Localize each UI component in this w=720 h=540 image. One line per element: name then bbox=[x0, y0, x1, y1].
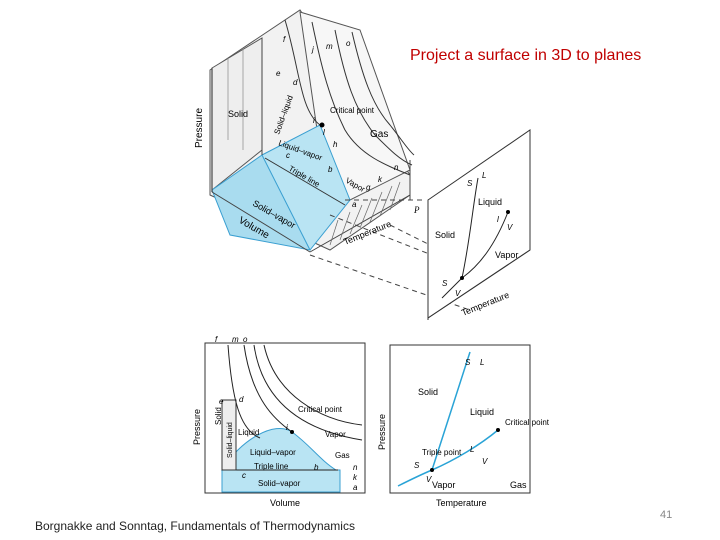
svg-text:e: e bbox=[276, 69, 281, 78]
pv-label-critical-point: Critical point bbox=[298, 405, 343, 414]
svg-text:V: V bbox=[507, 223, 513, 232]
surface-point-labels: f e d i l c b g a j m o n k h bbox=[276, 35, 399, 209]
svg-text:b: b bbox=[328, 165, 333, 174]
svg-text:g: g bbox=[366, 183, 371, 192]
svg-text:L: L bbox=[480, 358, 484, 367]
label-critical-point-3d: Critical point bbox=[330, 106, 375, 115]
pt2-label-liquid: Liquid bbox=[470, 407, 494, 417]
svg-text:f: f bbox=[283, 35, 286, 44]
pt-label-solid: Solid bbox=[435, 230, 455, 240]
pt2-label-solid: Solid bbox=[418, 387, 438, 397]
svg-text:a: a bbox=[353, 483, 358, 492]
pv-point-labels: f m o e d i c b n k a bbox=[215, 335, 358, 492]
axis-pressure-3d: Pressure bbox=[194, 108, 205, 148]
svg-text:k: k bbox=[378, 175, 383, 184]
svg-text:l: l bbox=[497, 215, 499, 224]
triple-line bbox=[264, 157, 346, 206]
pt2-axis-pressure: Pressure bbox=[377, 414, 387, 450]
pt2-axis-temperature: Temperature bbox=[436, 498, 487, 508]
svg-text:i: i bbox=[313, 116, 315, 125]
svg-text:V: V bbox=[482, 457, 488, 466]
svg-text:b: b bbox=[314, 463, 319, 472]
svg-text:S: S bbox=[467, 179, 473, 188]
svg-text:S: S bbox=[442, 279, 448, 288]
pt2-label-gas: Gas bbox=[510, 480, 527, 490]
svg-text:e: e bbox=[219, 397, 224, 406]
svg-text:L: L bbox=[482, 171, 486, 180]
svg-text:n: n bbox=[394, 163, 399, 172]
label-solid-3d: Solid bbox=[228, 109, 248, 119]
svg-text:l: l bbox=[323, 128, 325, 137]
pt2-point-labels: S L L V S V bbox=[414, 358, 488, 484]
svg-text:o: o bbox=[243, 335, 248, 344]
svg-text:S: S bbox=[465, 358, 471, 367]
pv-label-solid: Solid bbox=[214, 407, 223, 425]
critical-point-marker bbox=[319, 122, 325, 128]
slide-footer: Borgnakke and Sonntag, Fundamentals of T… bbox=[35, 519, 355, 533]
svg-text:k: k bbox=[353, 473, 358, 482]
svg-text:d: d bbox=[293, 78, 298, 87]
pt2-label-triple-point: Triple point bbox=[422, 448, 462, 457]
svg-text:n: n bbox=[353, 463, 358, 472]
svg-text:c: c bbox=[242, 471, 246, 480]
pv-label-liquid-vapor: Liquid–vapor bbox=[250, 448, 296, 457]
pv-label-liquid: Liquid bbox=[238, 428, 259, 437]
pt2-label-critical-point: Critical point bbox=[505, 418, 550, 427]
svg-text:o: o bbox=[346, 39, 351, 48]
pt-axis-pressure: P bbox=[413, 205, 420, 215]
page-number: 41 bbox=[660, 509, 673, 521]
pt2-label-vapor: Vapor bbox=[432, 480, 455, 490]
pt-point-labels: S L l V S V bbox=[442, 171, 513, 298]
label-gas-3d: Gas bbox=[370, 129, 388, 140]
svg-text:V: V bbox=[426, 475, 432, 484]
pv-axis-pressure: Pressure bbox=[192, 409, 202, 445]
svg-text:m: m bbox=[326, 42, 333, 51]
svg-text:c: c bbox=[286, 151, 290, 160]
svg-text:S: S bbox=[414, 461, 420, 470]
svg-text:d: d bbox=[239, 395, 244, 404]
svg-text:a: a bbox=[352, 200, 357, 209]
svg-text:L: L bbox=[470, 445, 474, 454]
pt-label-vapor: Vapor bbox=[495, 250, 518, 260]
svg-text:j: j bbox=[311, 45, 314, 54]
temperature-axis-hatch bbox=[329, 181, 401, 246]
svg-text:i: i bbox=[286, 423, 288, 432]
pv-label-gas: Gas bbox=[335, 451, 350, 460]
svg-text:f: f bbox=[215, 335, 218, 344]
pv-label-solid-liquid: Solid–liquid bbox=[227, 422, 234, 458]
pv-axis-volume: Volume bbox=[270, 498, 300, 508]
svg-text:m: m bbox=[232, 335, 239, 344]
pv-label-solid-vapor: Solid–vapor bbox=[258, 479, 301, 488]
slide-title: Project a surface in 3D to planes bbox=[410, 47, 642, 64]
pv-label-triple-line: Triple line bbox=[254, 462, 289, 471]
pv-label-vapor: Vapor bbox=[325, 430, 346, 439]
solid-vapor-region bbox=[211, 154, 311, 251]
svg-text:h: h bbox=[333, 140, 338, 149]
pt-label-liquid: Liquid bbox=[478, 197, 502, 207]
svg-text:V: V bbox=[455, 289, 461, 298]
